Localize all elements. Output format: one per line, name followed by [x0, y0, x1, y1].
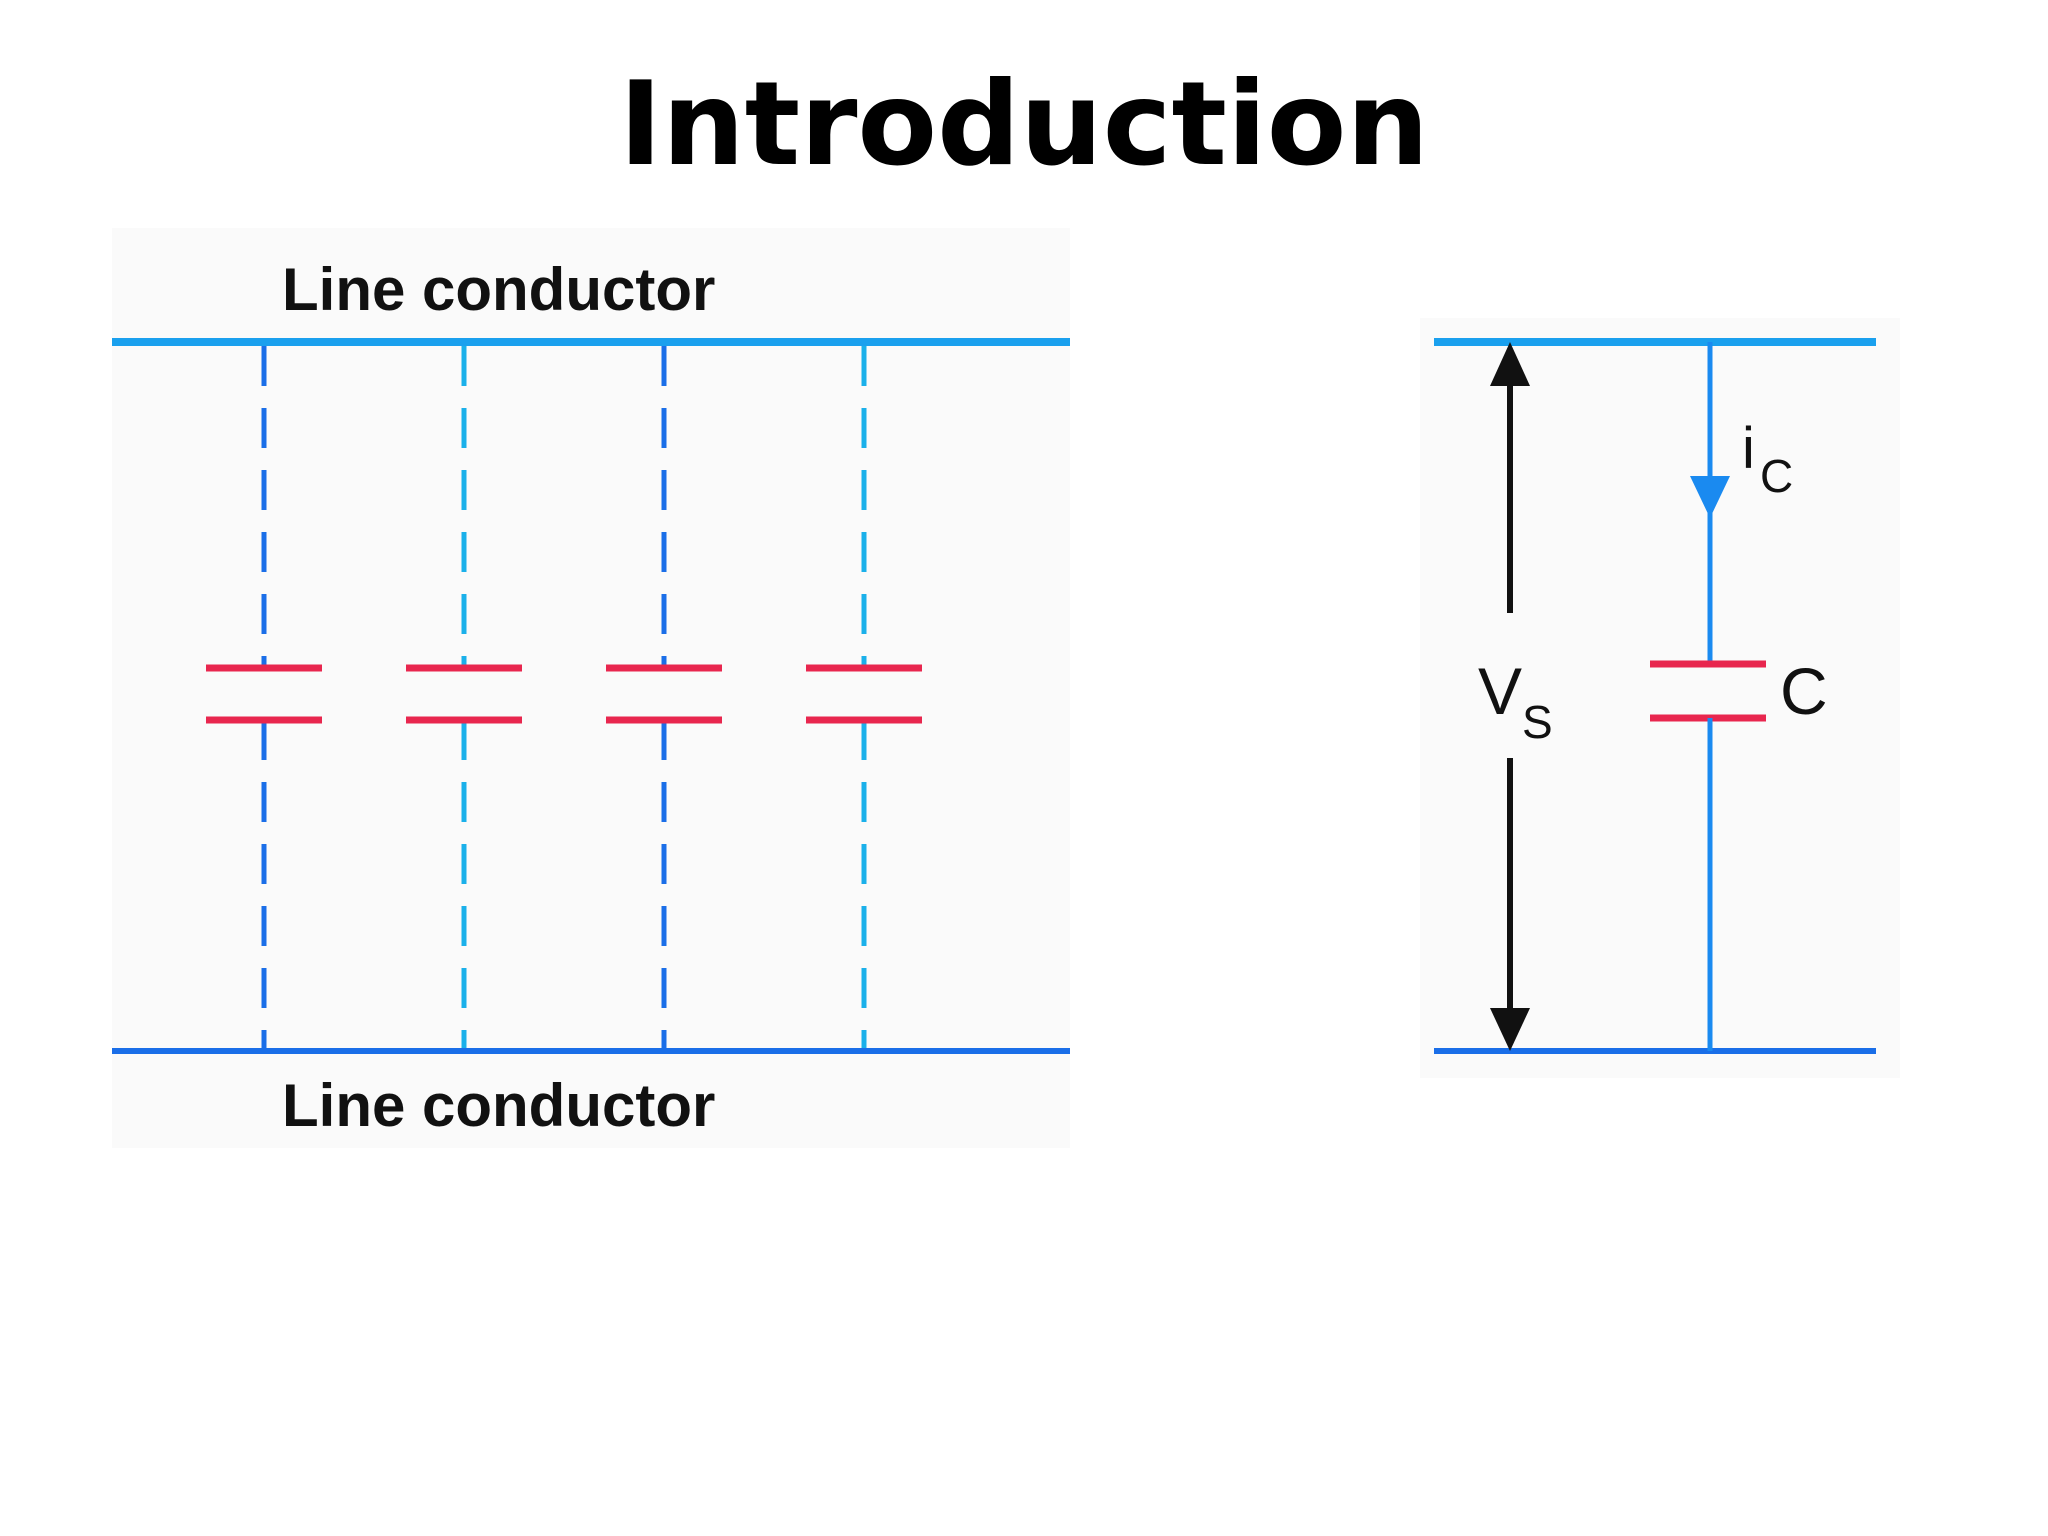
page-title: Introduction — [619, 57, 1429, 192]
capacitor-4 — [806, 346, 922, 1048]
distributed-capacitance-svg: Line conductor Line conductor — [112, 256, 1070, 1139]
current-symbol: i — [1742, 416, 1755, 481]
capacitor-2 — [406, 346, 522, 1048]
capacitor-label: C — [1780, 654, 1828, 728]
distributed-capacitance-diagram: Line conductor Line conductor — [112, 228, 1070, 1148]
voltage-arrow-icon — [1490, 342, 1530, 1051]
capacitor-symbol-icon — [1650, 660, 1766, 722]
equivalent-circuit-svg: V S i C C — [1434, 338, 1876, 1054]
capacitor-1 — [206, 346, 322, 1048]
capacitor-3 — [606, 346, 722, 1048]
voltage-subscript: S — [1522, 696, 1553, 748]
voltage-symbol: V — [1478, 654, 1522, 728]
capacitor-array — [206, 346, 922, 1048]
top-conductor-label: Line conductor — [282, 256, 715, 323]
equivalent-circuit-diagram: V S i C C — [1420, 318, 1900, 1078]
current-subscript: C — [1760, 450, 1793, 502]
bottom-conductor-label: Line conductor — [282, 1072, 715, 1139]
current-arrow-icon — [1690, 476, 1730, 518]
